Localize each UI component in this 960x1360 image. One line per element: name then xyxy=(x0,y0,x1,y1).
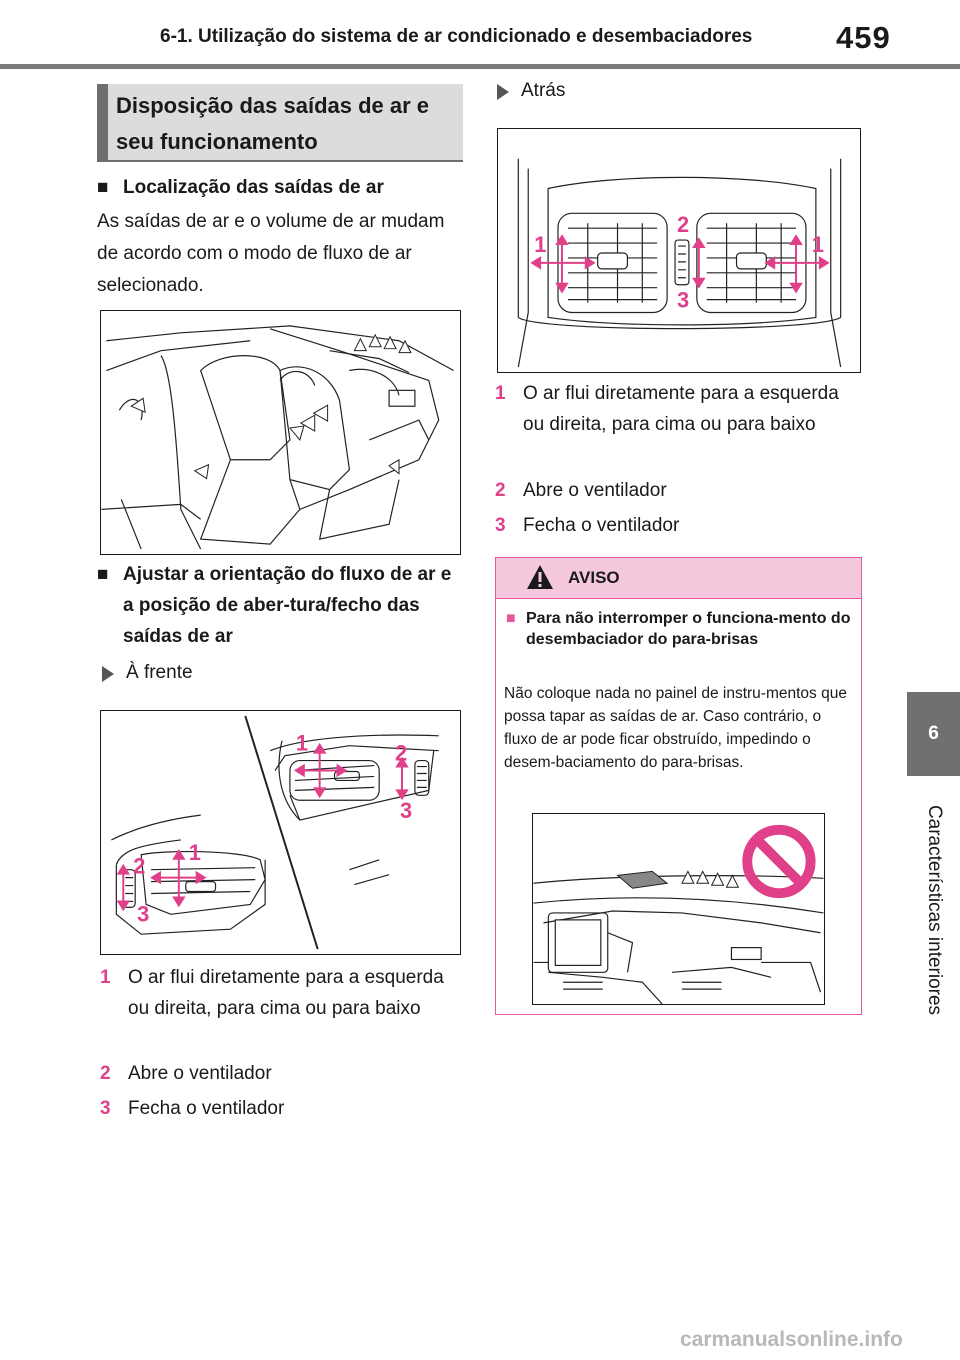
prohibited-icon xyxy=(742,824,816,899)
callout-1-passenger: 1 xyxy=(296,731,308,756)
section-title: Disposição das saídas de ar e seu funcio… xyxy=(116,93,430,154)
chapter-side-label: Características interiores xyxy=(923,804,945,1016)
callout-2-rear: 2 xyxy=(677,212,689,237)
subheading-outlet-location: ■ Localização das saídas de ar xyxy=(97,177,384,198)
callout-3-passenger: 3 xyxy=(400,798,412,823)
arrow-right-icon xyxy=(497,84,509,100)
rear-vents-figure: 1 2 3 1 xyxy=(497,128,861,373)
callout-3-rear: 3 xyxy=(677,288,689,313)
outlet-paragraph: As saídas de ar e o volume de ar mudam d… xyxy=(97,211,445,296)
chapter-tab-number: 6 xyxy=(928,723,939,744)
callout-2-driver: 2 xyxy=(133,854,145,879)
watermark: carmanualsonline.info xyxy=(680,1328,903,1351)
chapter-tab[interactable]: 6 xyxy=(907,692,960,776)
callout-1-driver: 1 xyxy=(189,840,201,865)
subheading-adjust-airflow: ■ Ajustar a orientação do fluxo de ar e … xyxy=(97,564,452,647)
front-label: À frente xyxy=(102,662,302,688)
chapter-title: 6-1. Utilização do sistema de ar condici… xyxy=(160,26,753,47)
warning-body: Não coloque nada no painel de instru-men… xyxy=(504,685,847,771)
callout-3-driver: 3 xyxy=(137,901,149,926)
rear-vents-illustration: 1 2 3 1 xyxy=(517,158,842,368)
front-vents-figure: 1 2 3 1 2 3 xyxy=(100,710,461,955)
dashboard-warning-figure xyxy=(532,813,825,1005)
page-number: 459 xyxy=(836,20,891,55)
warning-triangle-icon xyxy=(527,565,553,589)
callout-2-passenger: 2 xyxy=(395,741,407,766)
header-rule xyxy=(0,64,960,69)
arrow-right-icon xyxy=(102,666,114,682)
warning-box: AVISO ■ Para não interromper o funciona-… xyxy=(495,557,862,1015)
front-vents-illustration: 1 2 3 1 2 3 xyxy=(111,715,439,950)
callout-1-right: 1 xyxy=(812,232,824,257)
section-title-box: Disposição das saídas de ar e seu funcio… xyxy=(97,84,463,162)
cabin-outlets-figure xyxy=(100,310,461,555)
warning-label: AVISO xyxy=(568,568,620,587)
dashboard-illustration xyxy=(533,824,824,1004)
cabin-illustration xyxy=(101,325,454,550)
warning-header: AVISO xyxy=(496,558,861,599)
rear-label: Atrás xyxy=(497,80,697,106)
callout-1-left: 1 xyxy=(534,232,546,257)
